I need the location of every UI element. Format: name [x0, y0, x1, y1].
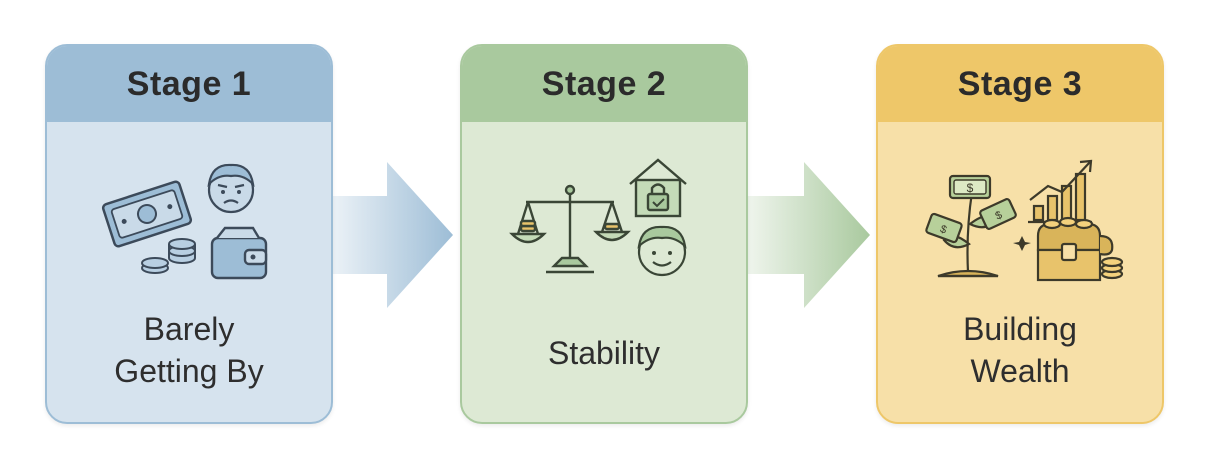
stage-label: Barely Getting By: [47, 308, 331, 392]
stage-body: Stability: [462, 122, 746, 422]
stage-label: Stability: [462, 332, 746, 374]
stage-card-3: Stage 3 $ $: [876, 44, 1164, 424]
money-plant-icon: $ $ $: [925, 174, 1017, 278]
stage-label-line: Building: [963, 311, 1077, 347]
stage-label-line: Wealth: [970, 353, 1070, 389]
svg-text:$: $: [994, 209, 1005, 222]
stage-body: Barely Getting By: [47, 122, 331, 422]
stage-label-line: Stability: [547, 335, 661, 371]
banknote-icon: [101, 180, 193, 248]
stage-label-line: Getting By: [114, 353, 264, 389]
arrow-right-icon: [325, 162, 453, 308]
stage-card-1: Stage 1: [45, 44, 333, 424]
svg-text:$: $: [938, 223, 948, 236]
stage-2-illustration: [509, 158, 687, 277]
stage-title: Stage 2: [462, 46, 746, 122]
svg-text:$: $: [967, 181, 974, 195]
stage-label-line: Barely: [143, 311, 235, 347]
worried-face-icon: [207, 163, 255, 214]
stage-3-illustration: $ $ $: [925, 159, 1124, 282]
coins-icon: [141, 238, 196, 274]
stage-body: $ $ $: [878, 122, 1162, 422]
arrow-right-icon: [742, 162, 870, 308]
stage-title: Stage 1: [47, 46, 331, 122]
stage-title: Stage 3: [878, 46, 1162, 122]
house-lock-icon: [629, 158, 687, 218]
treasure-chest-icon: [1013, 216, 1124, 282]
balance-scale-icon: [509, 184, 631, 274]
wallet-icon: [210, 226, 268, 280]
smiling-face-icon: [637, 225, 687, 277]
stage-1-illustration: [101, 163, 268, 280]
stage-label: Building Wealth: [878, 308, 1162, 392]
growth-chart-icon: [1028, 159, 1093, 224]
stage-card-2: Stage 2: [460, 44, 748, 424]
